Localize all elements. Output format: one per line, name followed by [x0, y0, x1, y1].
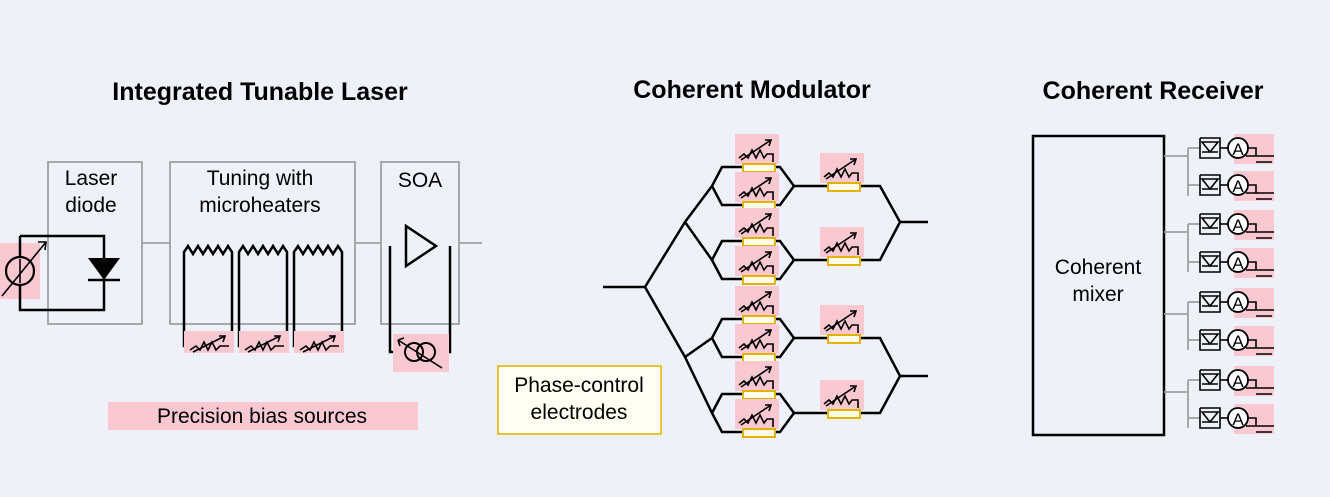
photodiode-icon: [1187, 287, 1275, 319]
mixer-output-lines: [1164, 148, 1189, 428]
photodiode-icon: [1187, 403, 1275, 435]
photodiode-icon: [1187, 133, 1275, 165]
photodiode-icon: [1187, 365, 1275, 397]
laser-diode-label-1: Laser: [65, 167, 118, 190]
laser-diode-label-2: diode: [65, 194, 116, 217]
phase-control-label-1: Phase-control: [514, 374, 644, 397]
phase-control-label-2: electrodes: [531, 401, 628, 424]
bias-label: Precision bias sources: [157, 405, 367, 428]
coherent-mixer-box: [1031, 134, 1166, 437]
amplifier-icon: [388, 223, 452, 372]
title-modulator: Coherent Modulator: [633, 76, 871, 104]
bias-label-highlight: [108, 402, 418, 430]
variable-source-icon: [293, 330, 345, 354]
mixer-label-1: Coherent: [1055, 256, 1142, 279]
photodiode-icon: [1187, 325, 1275, 357]
photodiode-icon: [1187, 170, 1275, 202]
modulator-waveguides: [603, 165, 928, 434]
photodiode-icon: [1187, 247, 1275, 279]
variable-source-icon: [183, 330, 235, 354]
heater-resistor-icon: [182, 243, 344, 348]
photodiode-icon: [1187, 209, 1275, 241]
tuning-label-2: microheaters: [199, 194, 320, 217]
variable-source-icon: [238, 330, 290, 354]
current-source-icon: [1, 234, 106, 312]
laser-diode-icon: [88, 258, 120, 282]
soa-label: SOA: [398, 169, 442, 192]
mixer-label-2: mixer: [1072, 283, 1123, 306]
receiver-section: Coherent mixer: [1031, 133, 1275, 437]
tuning-label-1: Tuning with: [207, 167, 314, 190]
title-laser: Integrated Tunable Laser: [112, 78, 408, 106]
modulator-section: Phase-control electrodes: [497, 133, 928, 438]
title-receiver: Coherent Receiver: [1043, 77, 1264, 105]
laser-section: Laser diode Tuning with microheaters SOA: [0, 161, 482, 430]
phase-control-legend: [497, 365, 662, 435]
